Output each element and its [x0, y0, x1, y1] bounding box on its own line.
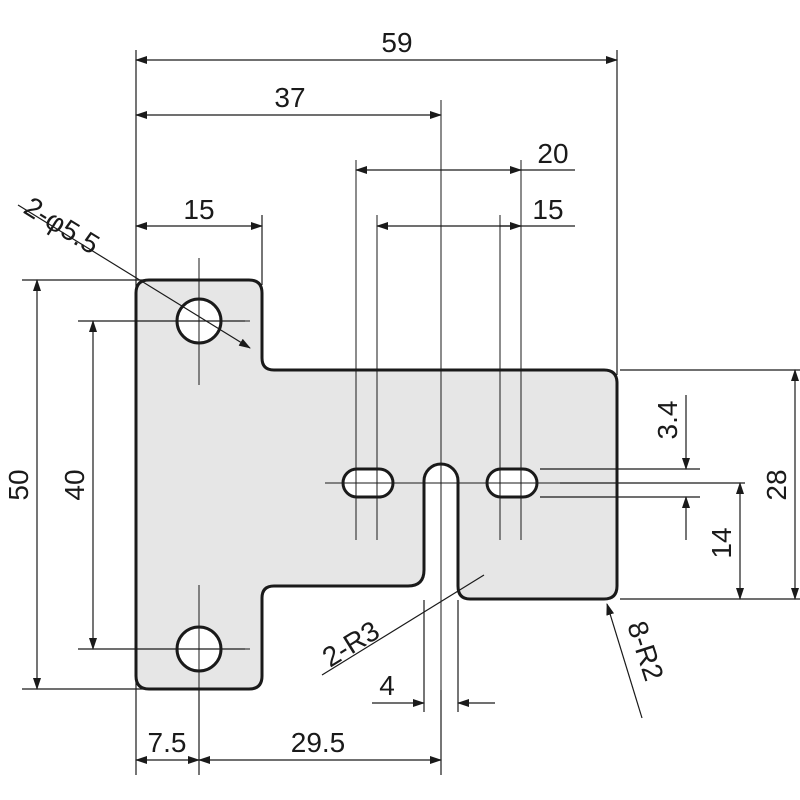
label-29-5: 29.5 [291, 727, 346, 758]
label-hole-callout: 2-φ5.5 [19, 191, 105, 260]
leader-slot-radius [321, 574, 485, 676]
label-14: 14 [706, 527, 737, 558]
extension-lines [22, 50, 800, 775]
label-28: 28 [761, 469, 792, 500]
label-40: 40 [59, 469, 90, 500]
label-4: 4 [379, 670, 395, 701]
label-7-5: 7.5 [148, 727, 187, 758]
label-50: 50 [3, 469, 34, 500]
label-3-4: 3.4 [652, 401, 683, 440]
label-20: 20 [537, 138, 568, 169]
label-15-slot: 15 [532, 194, 563, 225]
leader-hole [17, 204, 251, 349]
dimension-lines [17, 56, 799, 764]
leader-corner-radius [606, 603, 643, 719]
label-37: 37 [274, 82, 305, 113]
label-15-flange: 15 [183, 194, 214, 225]
label-slot-radius: 2-R3 [317, 615, 385, 673]
label-59: 59 [381, 27, 412, 58]
